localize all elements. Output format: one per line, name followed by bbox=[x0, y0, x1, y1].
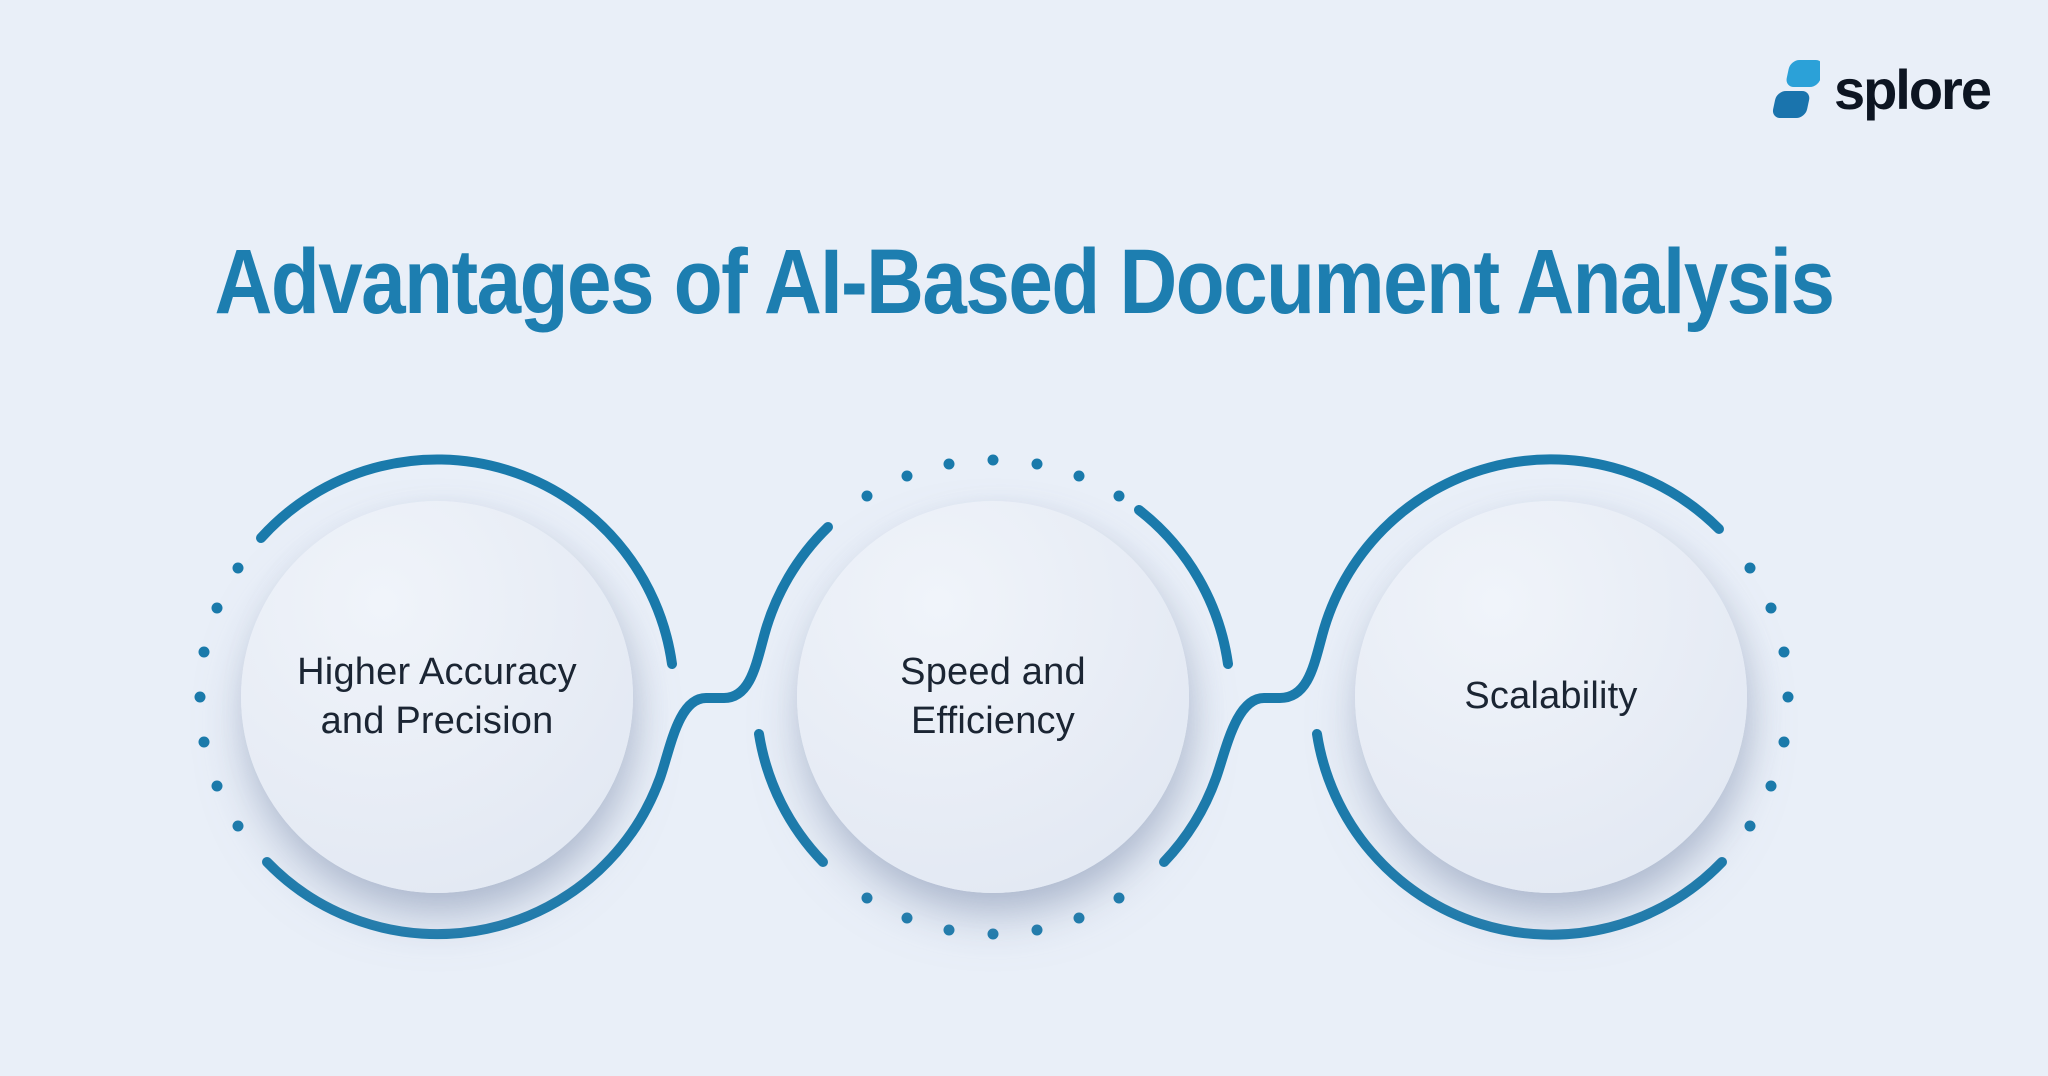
step-circle-higher-accuracy: Higher Accuracy and Precision bbox=[241, 501, 633, 893]
logo-shape-top bbox=[1786, 60, 1820, 87]
dot bbox=[1073, 470, 1085, 482]
dot bbox=[198, 646, 210, 658]
dot bbox=[1744, 820, 1756, 832]
dot bbox=[987, 928, 999, 940]
page-title: Advantages of AI-Based Document Analysis bbox=[214, 230, 1835, 333]
dot bbox=[232, 820, 244, 832]
dot bbox=[1778, 736, 1790, 748]
dot bbox=[1073, 912, 1085, 924]
dot bbox=[198, 736, 210, 748]
dot bbox=[1765, 780, 1777, 792]
dotted-arc-circle1-left bbox=[194, 562, 244, 832]
dot bbox=[232, 562, 244, 574]
dot bbox=[1031, 458, 1043, 470]
step-label: Speed and Efficiency bbox=[900, 650, 1086, 742]
step-label: Higher Accuracy and Precision bbox=[297, 650, 577, 742]
dot bbox=[1113, 892, 1125, 904]
logo-shape-bottom bbox=[1772, 91, 1810, 118]
dot bbox=[1778, 646, 1790, 658]
dot bbox=[194, 691, 206, 703]
dot bbox=[901, 470, 913, 482]
dot bbox=[1744, 562, 1756, 574]
step-circle-speed-efficiency: Speed and Efficiency bbox=[797, 501, 1189, 893]
dotted-arc-circle3-right bbox=[1744, 562, 1794, 832]
splore-mark-icon bbox=[1772, 60, 1820, 118]
step-label: Scalability bbox=[1464, 675, 1638, 718]
dot bbox=[1765, 602, 1777, 614]
brand-name: splore bbox=[1833, 58, 1992, 121]
brand-logo: splore bbox=[1764, 58, 1992, 122]
dot bbox=[211, 602, 223, 614]
dot bbox=[943, 458, 955, 470]
dotted-arc-circle2-bottom bbox=[861, 892, 1125, 940]
dot bbox=[1113, 490, 1125, 502]
dot bbox=[987, 454, 999, 466]
dot bbox=[861, 490, 873, 502]
dot bbox=[943, 924, 955, 936]
dot bbox=[1031, 924, 1043, 936]
step-circle-scalability: Scalability bbox=[1355, 501, 1747, 893]
dot bbox=[1782, 691, 1794, 703]
dot bbox=[861, 892, 873, 904]
dot bbox=[211, 780, 223, 792]
dotted-arc-circle2-top bbox=[861, 454, 1125, 502]
dot bbox=[901, 912, 913, 924]
